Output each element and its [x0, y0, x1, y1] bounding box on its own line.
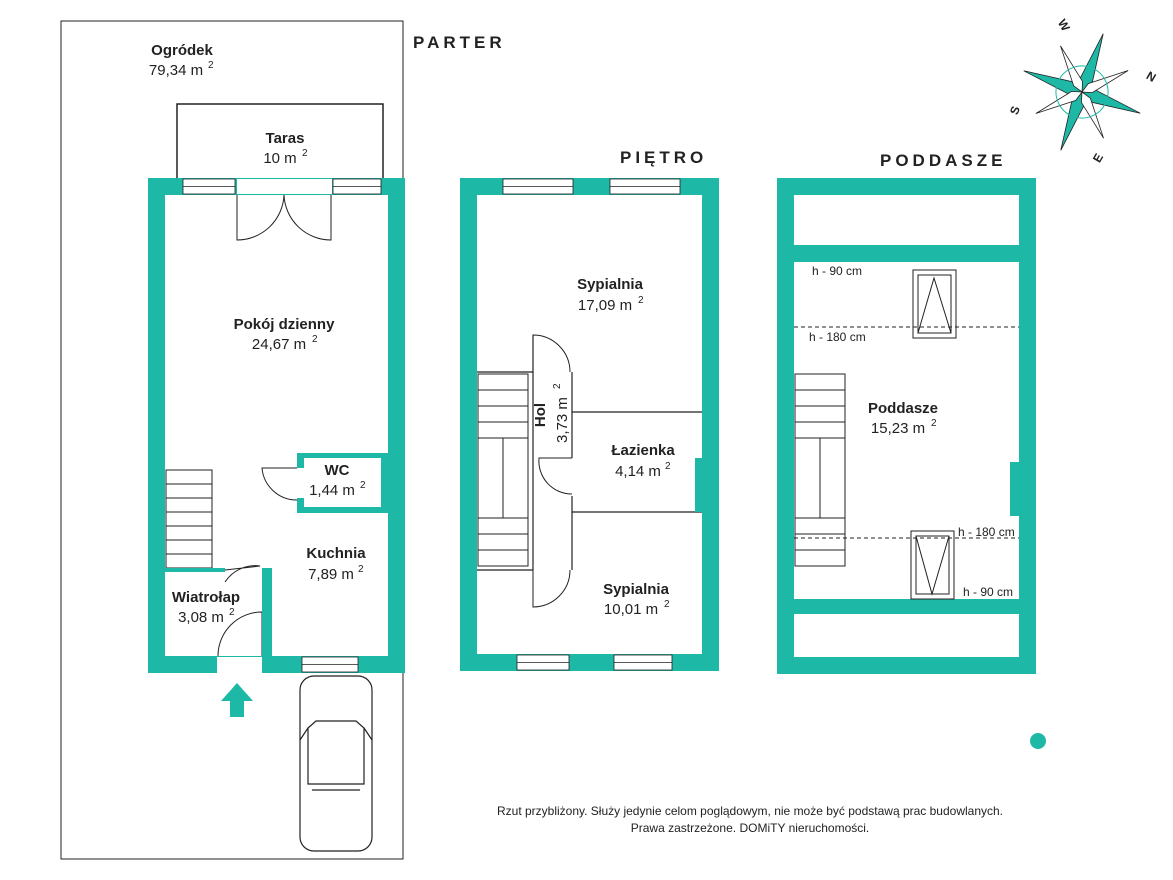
room-name: Wiatrołap — [172, 589, 240, 606]
attic-low-area — [794, 245, 1021, 262]
wc-walls — [297, 453, 388, 513]
terrace-door-opening — [237, 179, 332, 194]
area-sup: 2 — [665, 461, 671, 472]
room-name: Poddasze — [868, 400, 938, 417]
area-sup: 2 — [664, 599, 670, 610]
area-sup: 2 — [208, 60, 214, 71]
first-floor-walls — [460, 178, 719, 671]
floor-title-poddasze: PODDASZE — [880, 151, 1006, 170]
room-area: 10 m — [263, 150, 296, 167]
wc-door — [261, 467, 298, 501]
first-floor — [460, 178, 719, 671]
room-name: Hol — [532, 403, 549, 427]
room-area: 15,23 m — [871, 420, 925, 437]
car — [299, 675, 373, 852]
bathroom-door — [538, 457, 573, 495]
disclaimer-line-2: Prawa zastrzeżone. DOMiTY nieruchomości. — [630, 821, 870, 835]
garden-outline — [60, 20, 404, 860]
height-label: h - 180 cm — [958, 525, 1015, 539]
entrance-door — [217, 611, 263, 657]
entrance-opening — [217, 657, 262, 673]
area-sup: 2 — [638, 295, 644, 306]
room-name: Taras — [266, 130, 305, 147]
area-sup: 2 — [552, 383, 563, 389]
room-area: 4,14 m — [615, 463, 661, 480]
room-area: 17,09 m — [578, 297, 632, 314]
room-area: 3,08 m — [178, 609, 224, 626]
skylight — [910, 530, 955, 600]
bedroom-door — [532, 334, 571, 373]
floor-title-pietro: PIĘTRO — [620, 148, 707, 167]
height-label: h - 180 cm — [809, 330, 866, 344]
room-area: 3,73 m — [554, 397, 571, 443]
height-label: h - 90 cm — [963, 585, 1013, 599]
vestibule-door — [224, 565, 261, 583]
stairs — [477, 373, 529, 567]
room-area: 1,44 m — [309, 482, 355, 499]
area-sup: 2 — [312, 334, 318, 345]
stairs — [165, 469, 213, 569]
entrance-arrow-icon — [221, 683, 253, 717]
ground-floor — [60, 20, 405, 860]
vestibule-wall — [165, 568, 225, 572]
room-area: 10,01 m — [604, 601, 658, 618]
stairs — [794, 373, 846, 567]
disclaimer: Rzut przybliżony. Służy jedynie celom po… — [440, 803, 1060, 837]
room-name: Łazienka — [611, 442, 675, 459]
attic-wall-accent — [1010, 462, 1019, 516]
brand-dot-icon — [1030, 733, 1046, 749]
attic-low-area — [794, 599, 1021, 614]
terrace-door — [236, 194, 332, 241]
area-sup: 2 — [302, 148, 308, 159]
room-name: Sypialnia — [603, 581, 670, 598]
room-name: Pokój dzienny — [234, 316, 336, 333]
area-sup: 2 — [358, 564, 364, 575]
room-name: Sypialnia — [577, 276, 644, 293]
room-name: Ogródek — [151, 42, 213, 59]
area-sup: 2 — [931, 418, 937, 429]
bathroom-fixture — [695, 458, 702, 512]
room-area: 7,89 m — [308, 566, 354, 583]
floor-title-parter: PARTER — [413, 33, 506, 52]
compass-s: S — [1007, 104, 1023, 116]
room-area: 79,34 m — [149, 62, 203, 79]
compass-e: E — [1090, 151, 1106, 165]
compass-n: N — [1144, 68, 1159, 84]
skylight — [912, 269, 957, 339]
height-label: h - 90 cm — [812, 264, 862, 278]
attic-floor — [777, 178, 1036, 674]
room-area: 24,67 m — [252, 336, 306, 353]
area-sup: 2 — [360, 480, 366, 491]
disclaimer-line-1: Rzut przybliżony. Służy jedynie celom po… — [496, 804, 1004, 818]
vestibule-wall — [262, 568, 272, 656]
bedroom-door — [532, 569, 571, 608]
area-sup: 2 — [229, 607, 235, 618]
room-name: WC — [325, 462, 350, 479]
compass-w: W — [1055, 17, 1073, 34]
room-name: Kuchnia — [306, 545, 366, 562]
compass-rose-icon — [1023, 33, 1141, 151]
